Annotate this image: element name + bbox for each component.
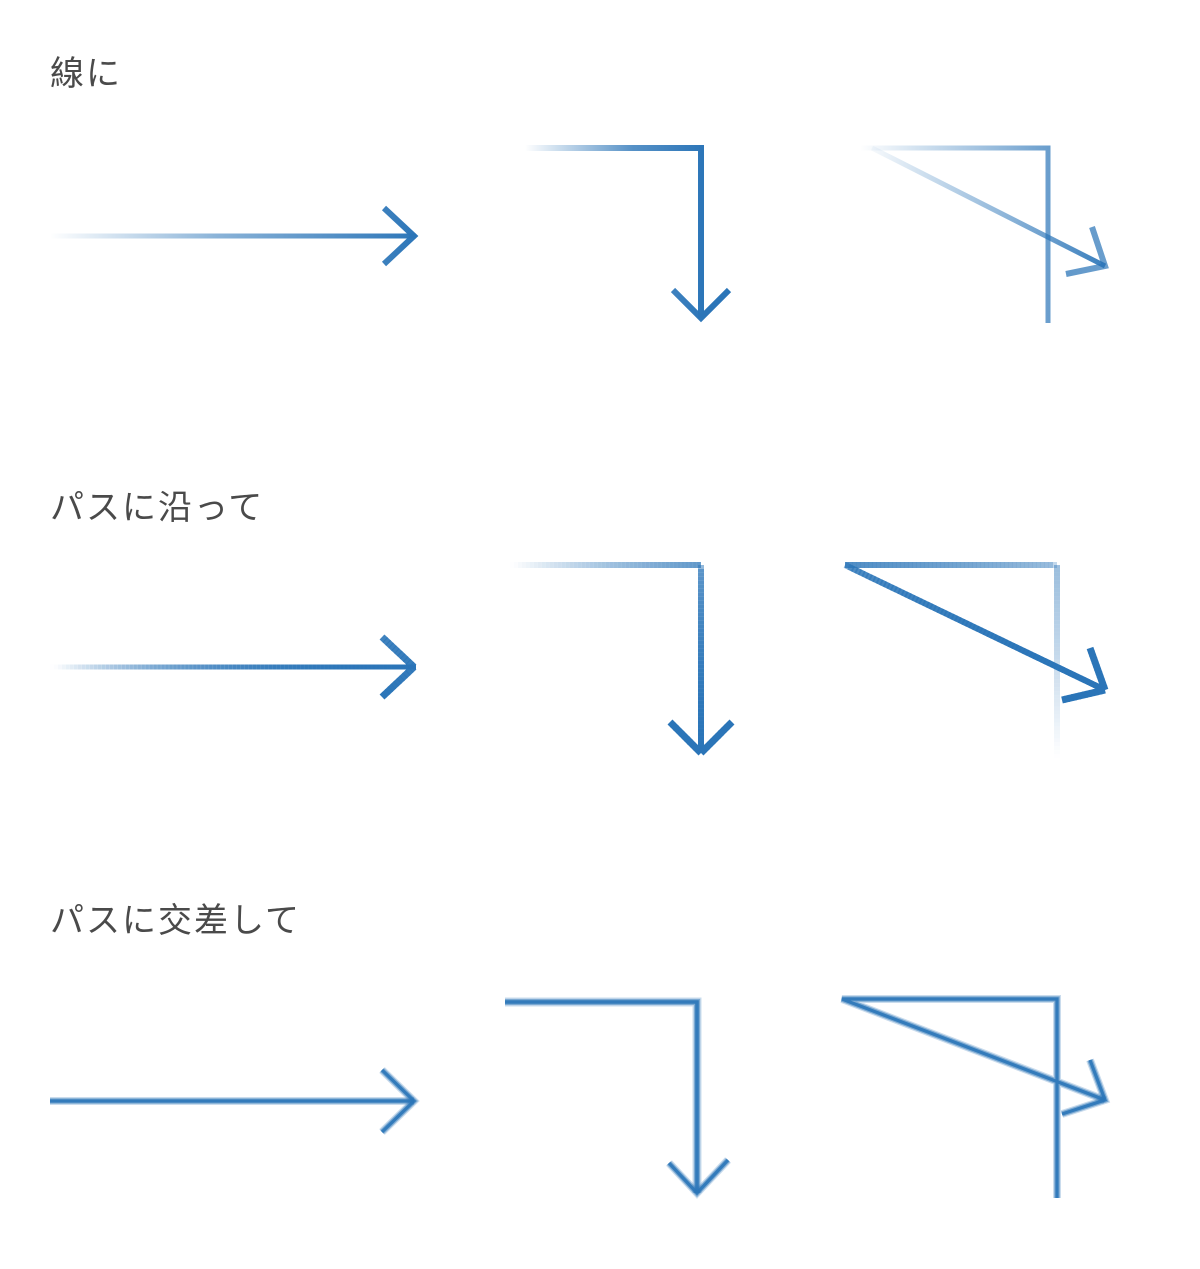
corner-arrow-along-path-head: [667, 719, 735, 756]
straight-arrow-across-path-head: [379, 1067, 420, 1135]
triangle-arrow-linear: [860, 145, 1109, 323]
corner-arrow-across-path-shaft: [505, 997, 702, 1193]
triangle-arrow-across-path-shaft: [840, 995, 1107, 1198]
straight-arrow-linear: [50, 205, 419, 267]
section-title-stroke: 線に: [50, 54, 122, 94]
section-across-path-diagrams: [50, 995, 1111, 1199]
section-along-path-diagrams: [65, 562, 1109, 756]
corner-arrow-along-path-shaft: [525, 562, 704, 753]
triangle-arrow-across-path-head: [1060, 1058, 1111, 1118]
straight-arrow-along-path-head: [379, 634, 417, 700]
triangle-arrow-along-path-head: [1061, 646, 1109, 704]
corner-arrow-linear: [525, 145, 732, 323]
triangle-arrow-along-path-shaft: [843, 562, 1107, 731]
corner-arrow-across-path-head: [666, 1157, 731, 1199]
section-title-along-path: パスに沿って: [50, 488, 265, 528]
section-stroke-diagrams: [50, 145, 1109, 323]
section-title-across-path: パスに交差して: [50, 901, 301, 941]
